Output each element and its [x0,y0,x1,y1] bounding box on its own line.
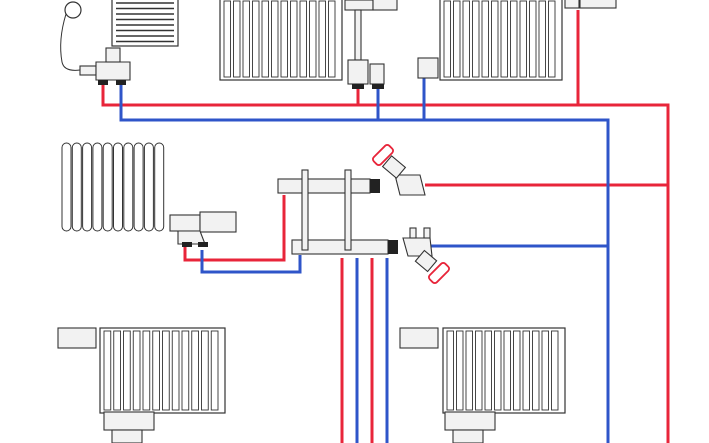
radiator-fin [113,330,121,411]
radiator-column [92,142,103,232]
return-pipe-main [119,85,610,443]
return-pipe-column-radiator [200,250,302,274]
supply-pipe-main [101,85,670,443]
radiator-fin [548,0,556,78]
radiator-fin [181,330,190,411]
radiator-fin [494,330,502,411]
radiator-fin [233,0,241,78]
radiator-fin [328,0,336,78]
towel-rail-radiator [60,0,179,85]
radiator-fin [510,0,518,78]
radiator-fin [453,0,461,78]
radiator-fin [456,330,464,411]
radiator-fin [462,0,470,78]
radiator-fin [443,0,451,78]
radiator-fin [152,330,160,411]
radiator-fin [242,0,250,78]
radiator-fin [475,330,483,411]
radiator-fin [519,0,527,78]
radiator-fin [280,0,288,78]
radiator-fin [318,0,326,78]
radiator-fin [210,330,219,411]
radiator-fin [103,330,112,411]
radiator-fin [503,330,511,411]
panel-radiator-top-middle [219,0,398,89]
radiator-fin [123,330,131,411]
panel-radiator-bottom-left [57,327,226,443]
radiator-fin [142,330,151,411]
radiator-column [82,142,93,232]
manifold [277,144,450,284]
radiator-column [123,142,134,232]
radiator-fin [541,330,549,411]
radiator-fin [309,0,317,78]
panel-radiator-top-right [417,0,617,81]
radiator-column [113,142,123,232]
radiator-fin [500,0,508,78]
radiator-fin [162,330,170,411]
radiator-fin [191,330,199,411]
column-radiator [61,142,237,247]
radiator-fin [290,0,298,78]
radiator-fin [465,330,473,411]
balancing-valve-supply [372,144,426,196]
radiator-fin [522,330,530,411]
radiator-fin [538,0,546,78]
radiator-fin [472,0,480,78]
radiator-column [61,142,72,232]
radiator-column [143,142,154,232]
radiator-fin [252,0,260,78]
radiator-fin [532,330,540,411]
radiator-fin [299,0,307,78]
radiator-column [133,142,144,232]
radiator-fin [513,330,521,411]
radiator-fin [491,0,499,78]
radiator-fin [261,0,269,78]
radiator-column [102,142,113,232]
panel-radiator-bottom-right [399,327,566,443]
radiator-fin [551,330,559,411]
radiator-column [71,142,82,232]
supply-pipe-column-radiator [183,195,286,262]
radiator-fin [132,330,141,411]
radiator-fin [201,330,209,411]
radiator-fin [271,0,279,78]
radiator-fin [481,0,489,78]
radiator-fin [223,0,231,78]
radiator-fin [529,0,537,78]
radiator-column [154,142,165,232]
radiator-fin [171,330,180,411]
return-pipes [119,78,610,443]
radiator-fin [446,330,454,411]
radiator-fin [484,330,492,411]
balancing-valve-return [402,227,450,284]
